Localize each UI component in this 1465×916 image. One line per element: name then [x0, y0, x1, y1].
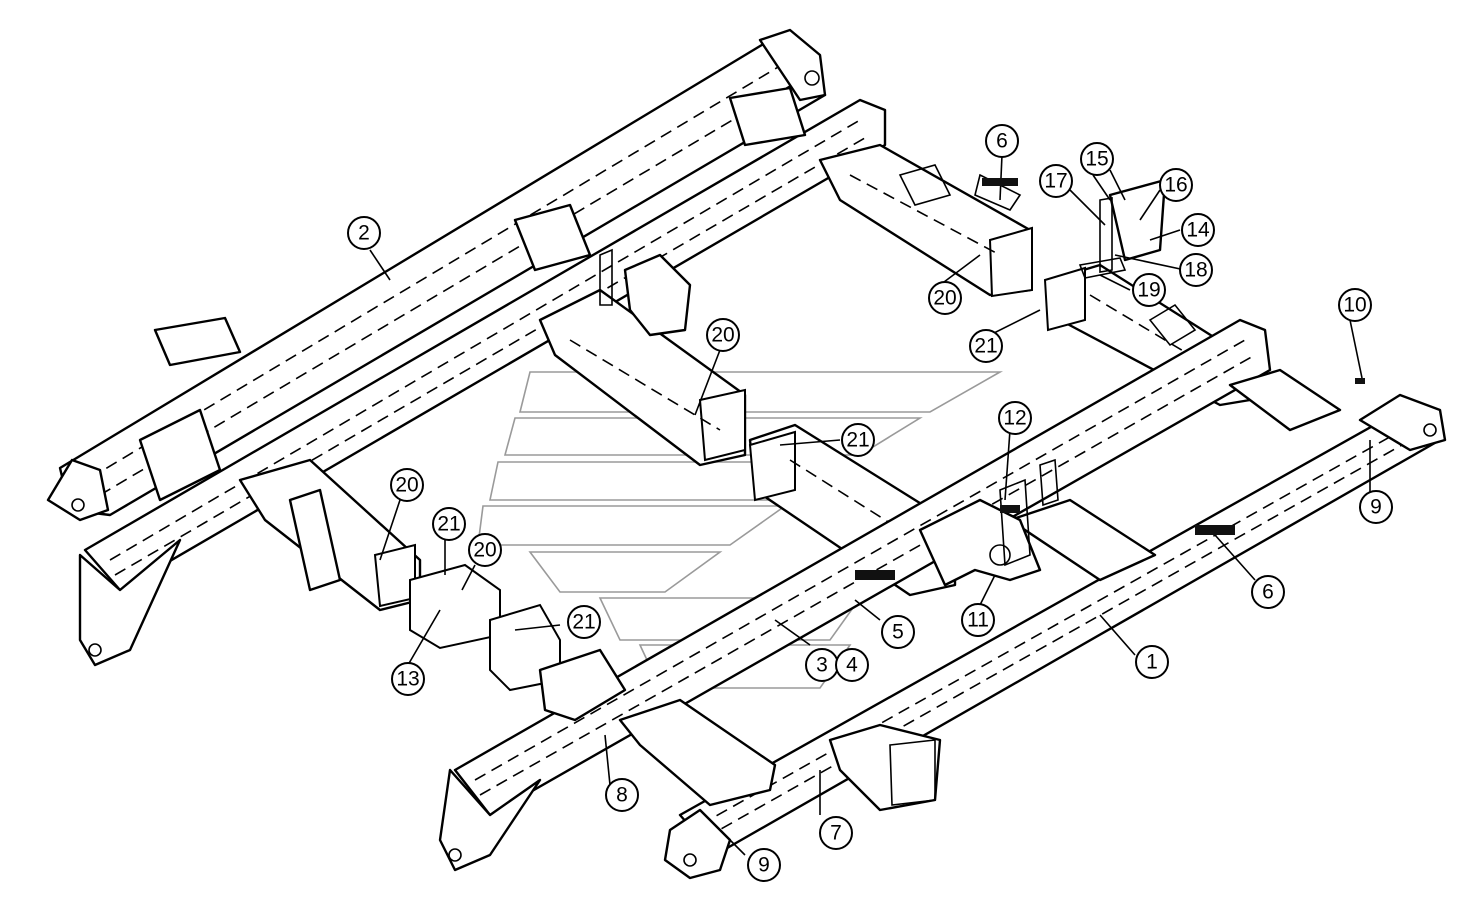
svg-text:7: 7: [830, 822, 842, 845]
svg-text:15: 15: [1085, 148, 1108, 171]
svg-text:12: 12: [1003, 407, 1026, 430]
callout-3: 3: [805, 648, 839, 682]
svg-text:20: 20: [933, 287, 956, 310]
callout-8: 8: [605, 778, 639, 812]
callout-16: 16: [1159, 168, 1193, 202]
callout-21-left: 21: [432, 507, 466, 541]
svg-text:21: 21: [974, 335, 997, 358]
upper-crossbar: [818, 143, 1033, 298]
callout-5: 5: [881, 615, 915, 649]
callout-4: 4: [835, 648, 869, 682]
callout-11: 11: [961, 603, 995, 637]
svg-text:11: 11: [967, 609, 989, 632]
callout-14: 14: [1181, 213, 1215, 247]
callout-6-right: 6: [1251, 575, 1285, 609]
callout-20-mid: 20: [706, 318, 740, 352]
svg-text:4: 4: [846, 654, 858, 677]
callout-12: 12: [998, 401, 1032, 435]
svg-text:10: 10: [1343, 294, 1366, 317]
callout-21-mid: 21: [841, 423, 875, 457]
callout-6-top: 6: [985, 124, 1019, 158]
svg-text:21: 21: [437, 513, 460, 536]
front-frame: [438, 318, 1447, 880]
callout-20-lower: 20: [468, 533, 502, 567]
dark-fasteners: [855, 178, 1365, 580]
callout-9-bottom: 9: [747, 848, 781, 882]
callout-1: 1: [1135, 645, 1169, 679]
svg-text:5: 5: [892, 621, 904, 644]
svg-text:17: 17: [1044, 170, 1067, 193]
callout-7: 7: [819, 816, 853, 850]
callout-20-left: 20: [390, 468, 424, 502]
callout-18: 18: [1179, 253, 1213, 287]
svg-text:18: 18: [1184, 259, 1207, 282]
svg-text:13: 13: [396, 668, 419, 691]
callout-20-top: 20: [928, 281, 962, 315]
callout-21-top: 21: [969, 329, 1003, 363]
svg-text:20: 20: [395, 474, 418, 497]
svg-text:21: 21: [846, 429, 869, 452]
svg-text:3: 3: [816, 654, 828, 677]
svg-text:19: 19: [1137, 279, 1160, 302]
svg-text:20: 20: [473, 539, 496, 562]
callout-17: 17: [1039, 164, 1073, 198]
svg-text:6: 6: [1262, 581, 1274, 604]
svg-text:9: 9: [1370, 496, 1382, 519]
leader-lines: [369, 154, 1371, 856]
callout-19: 19: [1132, 273, 1166, 307]
lower-left-assembly: [238, 458, 627, 722]
svg-text:16: 16: [1164, 174, 1187, 197]
callout-15: 15: [1080, 142, 1114, 176]
center-hitch: [918, 458, 1059, 587]
callout-9-right: 9: [1359, 490, 1393, 524]
callout-2: 2: [347, 216, 381, 250]
svg-text:8: 8: [616, 784, 628, 807]
callout-10: 10: [1338, 288, 1372, 322]
svg-text:6: 6: [996, 130, 1008, 153]
callout-21-lower: 21: [567, 605, 601, 639]
svg-text:20: 20: [711, 324, 734, 347]
svg-text:9: 9: [758, 854, 770, 877]
svg-text:1: 1: [1146, 651, 1158, 674]
svg-text:14: 14: [1186, 219, 1210, 242]
svg-text:21: 21: [572, 611, 595, 634]
callout-13: 13: [391, 662, 425, 696]
svg-text:2: 2: [358, 222, 370, 245]
